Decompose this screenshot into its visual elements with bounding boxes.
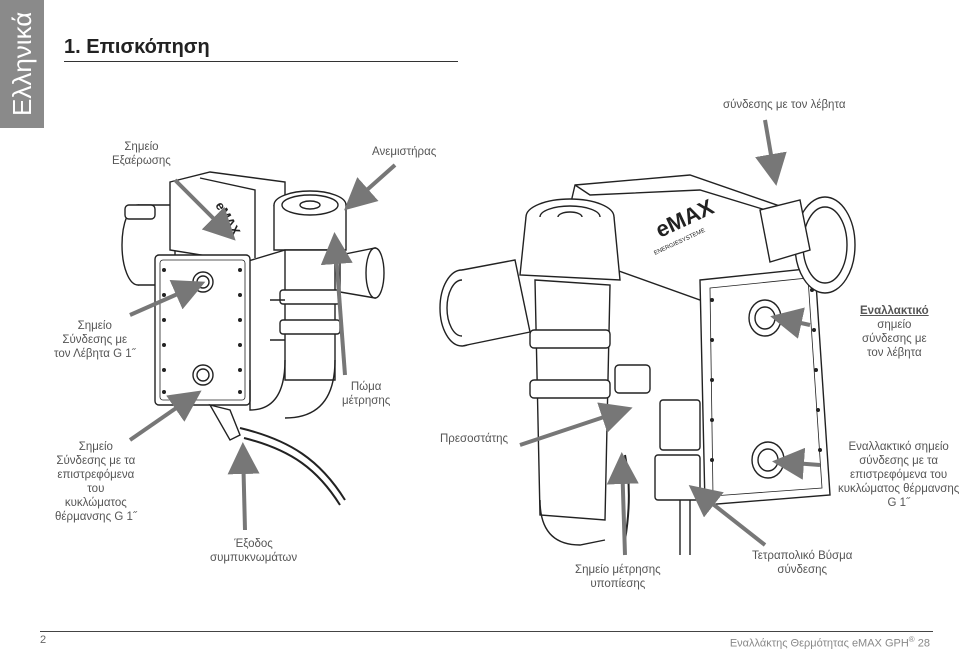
- footer-registered-mark: ®: [908, 635, 915, 644]
- label-pressure-switch: Πρεσοστάτης: [440, 433, 509, 445]
- footer-product: Εναλλάκτης Θερμότητας eMAX GPH® 28: [730, 635, 930, 650]
- label-boiler-connection-top: σύνδεσης με τον λέβητα: [723, 99, 846, 111]
- footer-model: 28: [914, 637, 930, 650]
- label-alt-boiler-title: Εναλλακτικό: [860, 305, 929, 317]
- footer-divider: [40, 631, 933, 632]
- page-number: 2: [40, 634, 47, 646]
- language-tab: Ελληνικά: [0, 0, 44, 128]
- callout-arrows: [128, 119, 821, 556]
- footer-product-name: Εναλλάκτης Θερμότητας eMAX GPH: [729, 637, 909, 650]
- label-fan: Ανεμιστήρας: [372, 146, 437, 158]
- section-title: 1. Επισκόπηση: [64, 36, 210, 58]
- title-divider: [64, 61, 458, 62]
- left-unit-drawing: eMAX: [121, 171, 385, 506]
- right-unit-drawing: eMAX ENERGIESYSTEME: [439, 174, 856, 555]
